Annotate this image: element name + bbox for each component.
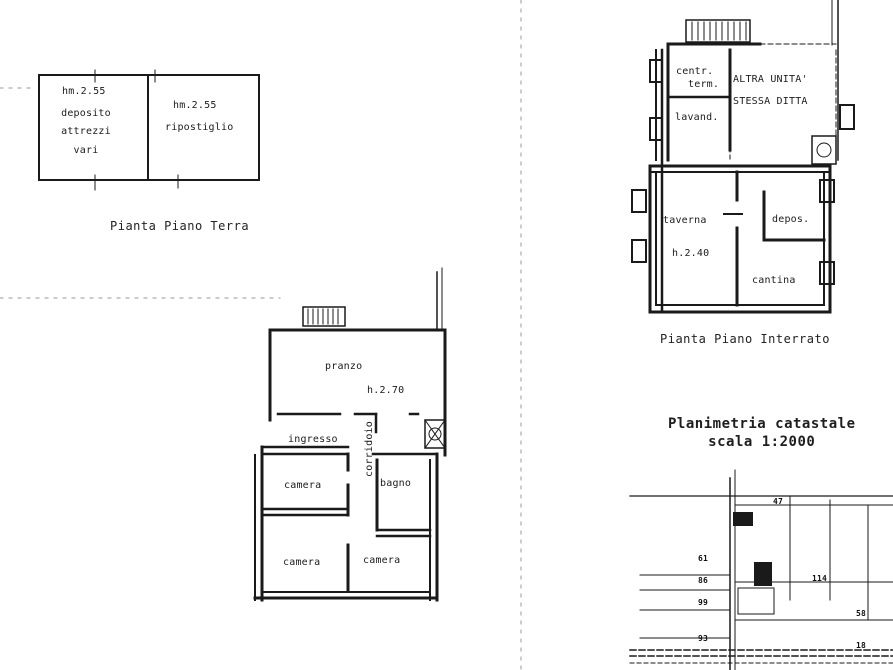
caption-piano-interrato: Pianta Piano Interrato	[660, 332, 830, 346]
room-name-deposito-line2: attrezzi	[61, 126, 111, 137]
parcel-number-58: 58	[856, 609, 867, 618]
parcel-number-18: 18	[856, 641, 867, 650]
parcel-number-47: 47	[773, 497, 784, 506]
room-height-left: hm.2.55	[62, 86, 106, 97]
room-name-centr-line2: term.	[688, 79, 720, 90]
first-floor-plan	[253, 267, 447, 602]
room-name-pranzo: pranzo	[325, 361, 363, 372]
room-height-taverna: h.2.40	[672, 248, 710, 259]
caption-piano-terra: Pianta Piano Terra	[110, 219, 250, 233]
room-name-ingresso: ingresso	[288, 434, 338, 445]
room-name-deposito-line3: vari	[73, 145, 99, 156]
room-height-pranzo: h.2.70	[367, 385, 405, 396]
parcel-number-86: 86	[698, 576, 709, 585]
parcel-number-61: 61	[698, 554, 709, 563]
room-name-altra-unita-line1: ALTRA UNITA'	[733, 74, 808, 85]
room-name-corridoio: corridoio	[364, 421, 375, 477]
room-name-camera-top: camera	[284, 480, 322, 491]
room-name-cantina: cantina	[752, 275, 796, 286]
room-height-right: hm.2.55	[173, 100, 217, 111]
basement-plan	[631, 0, 855, 314]
cadastral-title-line2: scala 1:2000	[708, 433, 816, 450]
cadastral-title: Planimetria catastale scala 1:2000	[668, 416, 856, 451]
room-name-deposito-line1: deposito	[61, 108, 111, 119]
cadastral-map	[629, 469, 893, 670]
cadastral-title-line1: Planimetria catastale	[668, 416, 856, 432]
room-name-camera-bottom-left: camera	[283, 557, 321, 568]
parcel-number-114: 114	[812, 574, 828, 583]
scan-noise	[0, 0, 522, 670]
room-name-taverna: taverna	[663, 215, 707, 226]
room-name-bagno: bagno	[380, 478, 412, 489]
room-name-camera-bottom-right: camera	[363, 555, 401, 566]
room-name-lavand: lavand.	[675, 112, 719, 123]
room-name-ripostiglio: ripostiglio	[165, 122, 234, 133]
room-name-centr-line1: centr.	[676, 66, 714, 77]
room-name-depos: depos.	[772, 214, 810, 225]
ground-floor-plan	[38, 69, 260, 191]
parcel-number-99: 99	[698, 598, 709, 607]
parcel-number-93: 93	[698, 634, 709, 643]
room-name-altra-unita-line2: STESSA DITTA	[733, 96, 808, 107]
